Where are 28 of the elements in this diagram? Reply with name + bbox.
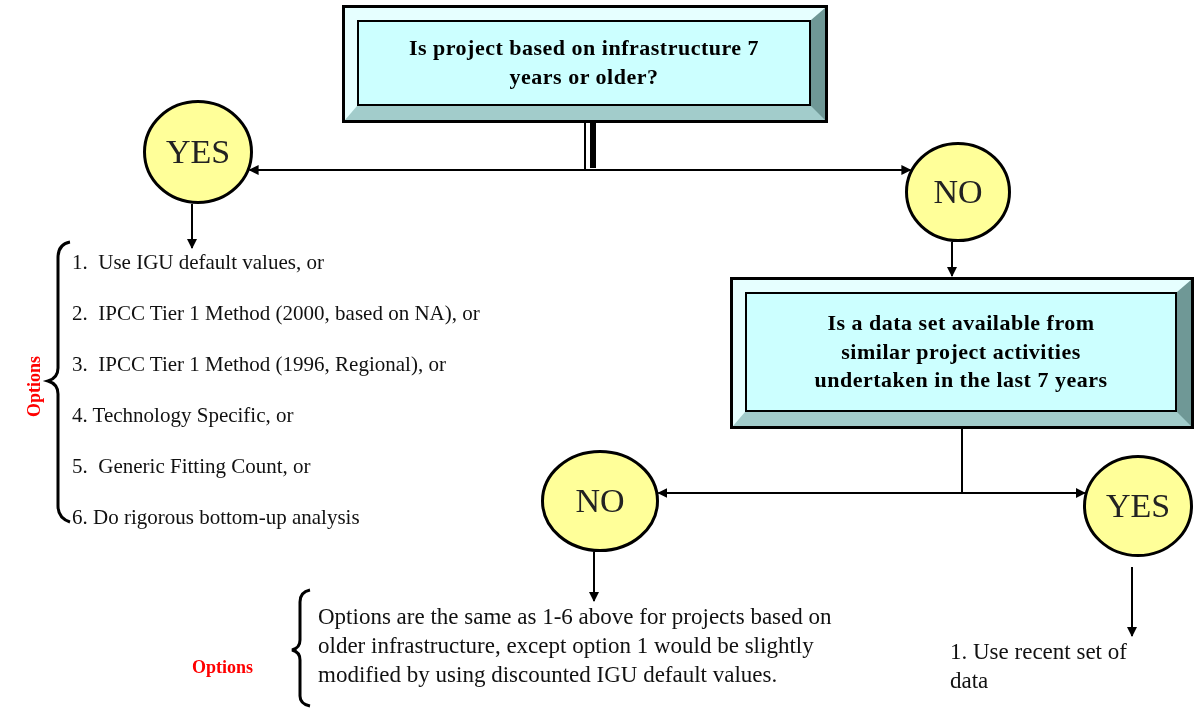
connector-arrow: [589, 551, 599, 602]
connector-arrow: [187, 203, 197, 249]
option-item: 2. IPCC Tier 1 Method (2000, based on NA), or: [72, 300, 481, 327]
answer-circle: [143, 100, 253, 204]
answer-circle: [1083, 455, 1193, 557]
question-text: Is a data set available from similar project activities undertaken in the last 7 years: [813, 309, 1109, 395]
answer-text: YES: [1105, 487, 1171, 525]
option-item: 3. IPCC Tier 1 Method (1996, Regional), or: [72, 351, 447, 378]
connector-arrow: [1127, 566, 1137, 637]
answer-text: NO: [575, 482, 625, 520]
connector-arrow: [947, 241, 957, 277]
option-item: 4. Technology Specific, or: [72, 402, 295, 429]
option-item: 6. Do rigorous bottom-up analysis: [72, 504, 361, 530]
decision-box: [345, 8, 825, 120]
option-item: 1. Use IGU default values, or: [72, 250, 325, 276]
connector-arrow: [961, 427, 1086, 498]
connector-arrow: [584, 121, 912, 175]
option-item: 5. Generic Fitting Count, or: [72, 453, 312, 479]
side-label: Options: [192, 657, 254, 678]
answer-circle: [541, 450, 659, 552]
note-text: 1. Use recent set of data: [950, 638, 1128, 695]
side-label: Options: [24, 356, 45, 417]
answer-text: NO: [933, 173, 983, 211]
note-text: Options are the same as 1-6 above for projects based on older infrastructure, except option 1 would be slightly modified by using discounted IGU default values.: [318, 603, 833, 689]
answer-text: YES: [165, 133, 231, 171]
decision-box: [733, 280, 1191, 426]
answer-circle: [905, 142, 1011, 242]
question-text: Is project based on infrastructure 7 years or older?: [407, 34, 761, 91]
